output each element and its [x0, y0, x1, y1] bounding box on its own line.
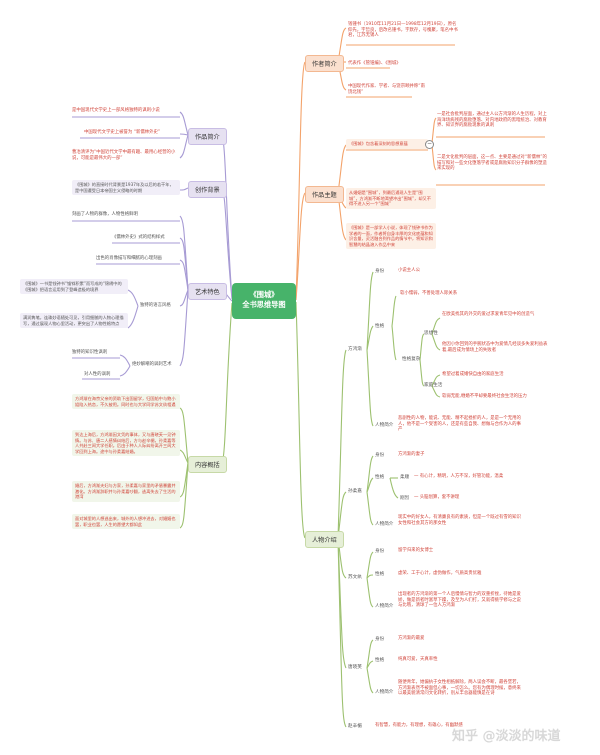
art-satire-2: 对人性的讽刺	[84, 372, 111, 377]
plot-item-3: 婚后，方鸿渐夫妇与方家，孙柔嘉与家里的矛盾暴露并激化。方鸿渐辞职并与孙柔嘉吵翻，…	[72, 481, 180, 502]
author-item-1: 钱锺书（1910年11月21日—1998年12月19日），原名仰先，字哲良，后改…	[348, 22, 458, 39]
su-role: 出现者的方鸿渐的第一个人后慢情与智力的双重折挫，待她是爱娇，做是新者时富草下躁，…	[398, 592, 521, 609]
plot-item-2: 到达上海后，方鸿渐因文凭的事体，又与唐晓芙一见钟情。与苏、唐二人感情纠结后，方与…	[72, 430, 180, 457]
tang-identity-label: 身份	[375, 637, 385, 642]
plot-item-4: 面对城里的人想逃出来，城外的人想冲进去，对婚姻也罢，职业也罢，人生的愿望大都如此	[72, 514, 180, 530]
branch-intro[interactable]: 作品简介	[188, 128, 227, 145]
art-lang-item-2: 满润隽笔，连珠妙语随处可见，引用细腻的人物心理描写，通过展现人物心里活动，更突出…	[20, 313, 128, 329]
root-title: 《围城》	[249, 290, 279, 299]
zhao-desc: 有智慧，有能力，有理想，有雄心，有幽默感	[375, 723, 463, 728]
fang-family-a: 希望过着成婚快自由的家庭生活	[442, 372, 504, 377]
branch-art[interactable]: 艺术特色	[188, 283, 227, 300]
sun-neg-label: 刚烈	[400, 496, 410, 501]
art-lang-label: 独特的语言风格	[140, 303, 171, 308]
tang-identity: 方鸿渐的最爱	[398, 636, 425, 641]
watermark: 知乎 @淡淡的味道	[452, 729, 561, 744]
char-sun[interactable]: 孙柔嘉	[348, 489, 362, 494]
branch-plot[interactable]: 内容概括	[188, 456, 227, 473]
branch-author[interactable]: 作者简介	[305, 55, 344, 72]
branch-background[interactable]: 创作背景	[188, 181, 227, 198]
char-su[interactable]: 苏文纨	[348, 575, 362, 580]
sun-pos: 一 有心计，精明，人方不深，好管功能，温柔	[414, 474, 504, 479]
intro-item-3: 曹冶清评为“中国近代文学中最有趣、最用心经营的小说，可能是最伟大的一部”	[72, 150, 176, 161]
fang-dual-label: 性格复杂	[402, 357, 421, 362]
branch-characters[interactable]: 人物介绍	[305, 531, 344, 548]
sun-pos-label: 柔顺	[400, 475, 410, 480]
collapse-icon[interactable]: −	[425, 140, 434, 149]
art-lang-item-1: 《围城》一书是钱钟书“锱铢积累”而写成的“锦绣中的《围城》把语言运用到了登峰造极…	[20, 279, 128, 295]
sun-traits-label: 性格	[375, 475, 385, 480]
art-satire-group: 绝妙解嘲的讽刺艺术	[132, 362, 172, 367]
su-traits: 虚荣、工于心计，虚伪做作，气质高贵优雅	[398, 571, 482, 576]
intro-item-2: 中国现代文学史上被誉为 “新儒林外史”	[84, 130, 161, 135]
fang-role: 悲剧性的人物，能说、无能、精不起挫折的人，是是一个无用的人，他不是一个受害的人，…	[398, 416, 521, 433]
theme-item-1: 从婚姻是“围城”，到最后通现人生是“围城”，方鸿渐不断地渴望冲出“围城”，却又不…	[346, 188, 436, 209]
art-item-3: 出色的肖像描写和细腻的心理刻画	[96, 256, 162, 261]
su-identity: 留学归来的女博士	[398, 548, 434, 553]
theme-item-2: 《围城》是一部学人小说，体现了钱钟书作为学者的一面，作者将自身丰厚的文化底蕴和知…	[346, 223, 436, 250]
tang-role: 随便青年，她偏执于女性相抵解除，两人误会不断，最各堡若，方鸿渐表然不被面但心事，…	[398, 680, 521, 697]
sun-identity-label: 身份	[375, 453, 385, 458]
char-tang[interactable]: 唐晓芙	[348, 665, 362, 670]
theme-sub-label: 《围城》包含着深刻的思想意蕴	[346, 139, 428, 149]
fang-traits-top: 软小懦弱，不善处理人际关系	[400, 291, 458, 296]
su-role-label: 人物简介	[375, 604, 394, 609]
char-fang[interactable]: 方鸿渐	[348, 347, 362, 352]
fang-dual-a: 在欧美找其的外交的爱过求爱青年见中的创造气	[442, 312, 535, 317]
fang-identity-label: 身份	[375, 269, 385, 274]
fang-identity: 小说主人公	[398, 268, 420, 273]
sun-neg: 一 头脑划算，套不讲理	[414, 495, 460, 500]
fang-traits-label: 性格	[375, 324, 385, 329]
fang-thought-label: 思想性	[424, 331, 438, 336]
root-node[interactable]: 《围城》 全书思维导图	[232, 283, 296, 319]
fang-family-b: 软弱无能,缠婚不平却要最终社会生活的压力	[442, 394, 527, 399]
su-identity-label: 身份	[375, 549, 385, 554]
plot-item-1: 方鸿渐在海京父亲的资助下出国留学，归国船中与鲍小姐陷入热恋，不久被甩。同时也与大…	[72, 394, 180, 410]
fang-dual-b: 他因小你回到的手腕状态中为爱情几经谈多失爱利益表着,最后成为情场上的失败者	[442, 342, 548, 353]
tang-traits-label: 性格	[375, 658, 385, 663]
su-traits-label: 性格	[375, 572, 385, 577]
art-item-1: 刻画了人物的群像，人物性格鲜明	[72, 212, 138, 217]
fang-family-label: 家庭生活	[424, 383, 443, 388]
author-item-3: 中国现代作家、学者、与饶宗颐并称“南饶北钱”	[348, 84, 425, 95]
tang-role-label: 人物简介	[375, 690, 394, 695]
root-subtitle: 全书思维导图	[242, 300, 286, 309]
branch-theme[interactable]: 作品主题	[305, 186, 344, 203]
background-item-1: 《围城》的直接时代背景是1937年及以后的若干年，是中国遭受日本帝国主义侵略的时…	[72, 180, 180, 196]
fang-role-label: 人物简介	[375, 423, 394, 428]
char-zhao[interactable]: 赵辛楣	[348, 724, 362, 729]
sun-role: 现实中的好女人，有清廉良有的素质，但是一个既过有雪的知识女性和社会其方的那女性	[398, 515, 521, 526]
tang-traits: 纯真可爱，天真率性	[398, 657, 438, 662]
art-item-2: 《儒林外史》式的结构样式	[112, 235, 165, 240]
author-item-2: 代表作《管锥编》、《围城》	[348, 61, 401, 66]
sun-role-label: 人物简介	[375, 522, 394, 527]
sun-identity: 方鸿渐的妻子	[398, 452, 425, 457]
intro-item-1: 是中国现代文学史上一部风格独特的讽刺小说	[72, 108, 160, 113]
theme-sub-item-1: 一是社会批判层面，通过主人公方鸿渐的人生历程，对上海洋场病残的腐败堕落、对内地政…	[437, 112, 547, 129]
art-satire-1: 独特的知识性讽刺	[72, 350, 108, 355]
theme-sub-item-2: 二是文化批判的层面，这一点、主要是通过对“新儒林”的描写和对一些文化堕落学者或是…	[437, 155, 547, 172]
